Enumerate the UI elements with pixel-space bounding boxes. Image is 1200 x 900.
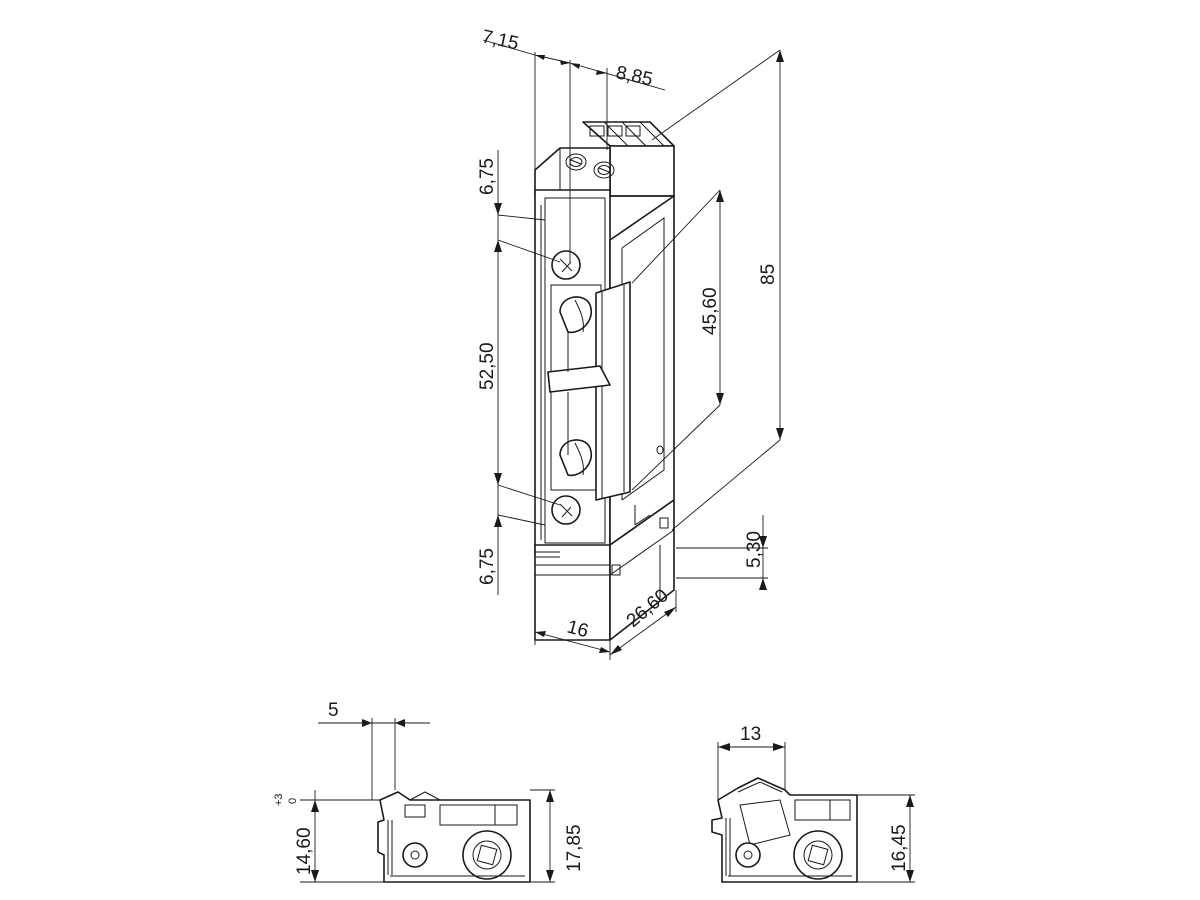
dim-latch-length: 45,60 — [700, 287, 721, 335]
dim-latch-width: 13 — [740, 724, 761, 745]
dim-height-main: 14,60 — [294, 827, 315, 875]
section-view-left: 5 14,60 +3 0 17,85 — [273, 700, 585, 883]
terminal-block — [534, 121, 675, 197]
dimension-latch-length: 45,60 — [631, 189, 724, 491]
dimension-left-stack: 6,75 52,50 6,75 — [477, 150, 561, 595]
tolerance-zero: 0 — [287, 798, 299, 804]
mounting-screw-bottom-icon — [551, 495, 581, 525]
mounting-screw-top-icon — [551, 250, 581, 280]
dim-height-total-left: 17,85 — [564, 824, 585, 872]
terminal-screw-icon — [593, 161, 615, 179]
dim-latch-offset: 5 — [328, 700, 339, 721]
section-view-right: 13 16,45 — [711, 724, 915, 883]
dim-foot-height: 5,30 — [744, 531, 765, 568]
dim-overall-length: 85 — [758, 264, 779, 285]
dim-height-total-right: 16,45 — [889, 824, 910, 872]
tolerance-plus: +3 — [273, 793, 285, 806]
dim-top-width-left: 7,15 — [480, 26, 521, 54]
dim-top-width-right: 8,85 — [614, 62, 655, 90]
dim-top-offset: 6,75 — [477, 158, 498, 195]
dim-screw-spacing: 52,50 — [477, 342, 498, 390]
dim-bottom-offset: 6,75 — [477, 548, 498, 585]
dimension-overall-length: 85 — [651, 49, 784, 531]
dimension-foot-height: 5,30 — [676, 515, 768, 590]
strike-isometric-view: 7,15 8,85 85 45,60 — [477, 26, 784, 660]
latch-mechanism — [547, 281, 631, 501]
